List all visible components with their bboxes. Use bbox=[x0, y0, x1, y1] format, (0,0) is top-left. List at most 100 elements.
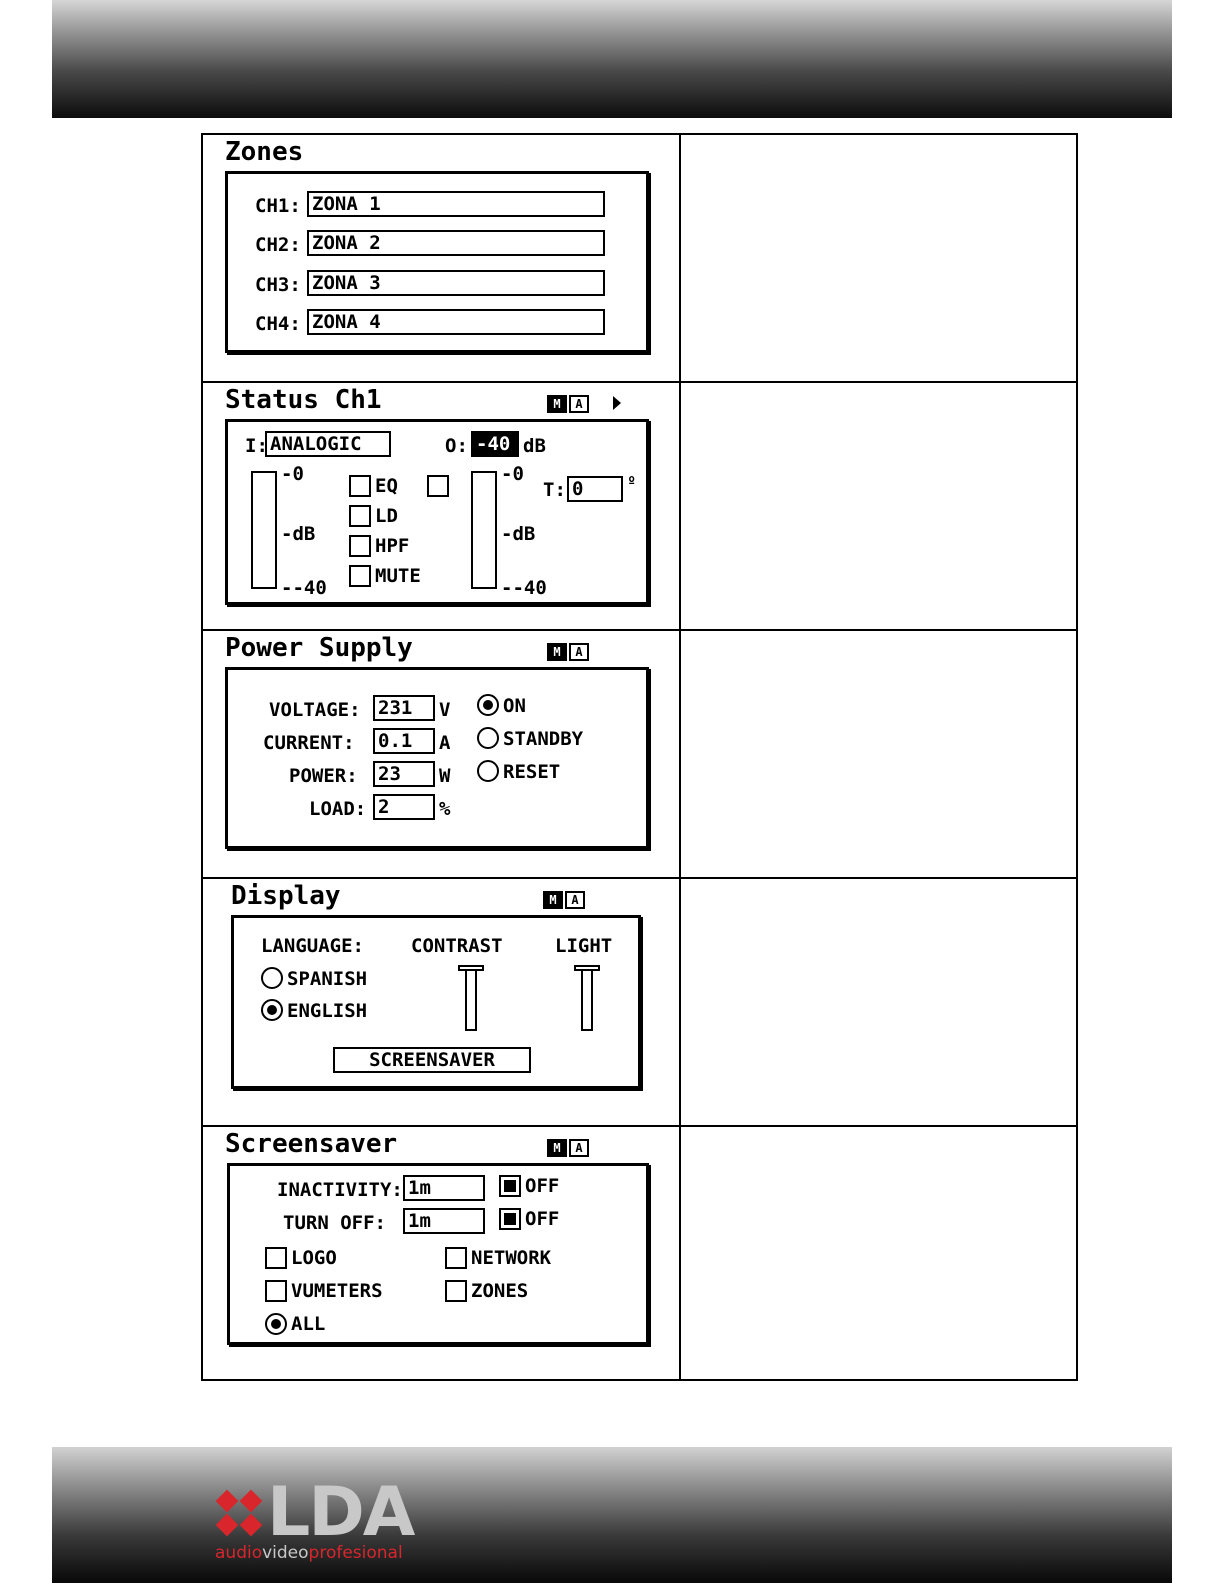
current-unit: A bbox=[439, 732, 451, 754]
next-arrow-icon[interactable] bbox=[613, 396, 621, 410]
tag-audio: audio bbox=[215, 1543, 263, 1563]
link-checkbox[interactable] bbox=[427, 475, 449, 497]
hpf-checkbox[interactable] bbox=[349, 535, 371, 557]
input-meter-top: -0 bbox=[281, 463, 304, 485]
auto-icon: A bbox=[569, 1139, 589, 1157]
network-checkbox[interactable] bbox=[445, 1247, 467, 1269]
load-label: LOAD: bbox=[309, 798, 367, 820]
mute-checkbox[interactable] bbox=[349, 565, 371, 587]
inactivity-off-checkbox[interactable] bbox=[499, 1175, 521, 1197]
status-panel bbox=[225, 419, 649, 605]
output-meter-mid: -dB bbox=[501, 523, 536, 545]
current-field[interactable]: 0.1 bbox=[373, 728, 435, 754]
logo-checkbox[interactable] bbox=[265, 1247, 287, 1269]
zones-option-label: ZONES bbox=[471, 1280, 529, 1302]
logo-tagline: audiovideoprofesional bbox=[215, 1543, 403, 1563]
screens-table: Zones CH1: ZONA 1 CH2: ZONA 2 CH3: ZONA … bbox=[201, 133, 1078, 1381]
all-radio[interactable] bbox=[265, 1313, 287, 1335]
screensaver-description bbox=[681, 1127, 1076, 1379]
display-description bbox=[681, 879, 1076, 1125]
load-field[interactable]: 2 bbox=[373, 794, 435, 820]
inactivity-field[interactable]: 1m bbox=[403, 1175, 485, 1201]
contrast-slider[interactable] bbox=[458, 965, 484, 1031]
lda-logo-icon bbox=[215, 1489, 263, 1537]
input-meter-mid: -dB bbox=[281, 523, 316, 545]
output-meter-top: -0 bbox=[501, 463, 524, 485]
output-label: O: bbox=[445, 435, 468, 457]
ch1-zone-field[interactable]: ZONA 1 bbox=[307, 191, 605, 217]
turnoff-label: TURN OFF: bbox=[283, 1212, 386, 1234]
hpf-label: HPF bbox=[375, 535, 410, 557]
logo-letters: LDA bbox=[267, 1473, 415, 1552]
on-radio[interactable] bbox=[477, 694, 499, 716]
voltage-field[interactable]: 231 bbox=[373, 695, 435, 721]
tag-profesional: profesional bbox=[308, 1543, 403, 1563]
standby-radio[interactable] bbox=[477, 727, 499, 749]
standby-label: STANDBY bbox=[503, 728, 584, 750]
output-field[interactable]: -40 bbox=[471, 431, 519, 457]
contrast-knob[interactable] bbox=[458, 965, 484, 971]
ch4-zone-field[interactable]: ZONA 4 bbox=[307, 309, 605, 335]
manual-icon: M bbox=[543, 891, 563, 909]
ch3-zone-field[interactable]: ZONA 3 bbox=[307, 270, 605, 296]
load-unit: % bbox=[439, 798, 451, 820]
manual-icon: M bbox=[547, 1139, 567, 1157]
inactivity-label: INACTIVITY: bbox=[277, 1179, 403, 1201]
company-logo: LDA audiovideoprofesional bbox=[215, 1479, 415, 1567]
inactivity-off-label: OFF bbox=[525, 1175, 560, 1197]
reset-label: RESET bbox=[503, 761, 561, 783]
ld-checkbox[interactable] bbox=[349, 505, 371, 527]
turnoff-off-label: OFF bbox=[525, 1208, 560, 1230]
language-label: LANGUAGE: bbox=[261, 935, 364, 957]
voltage-unit: V bbox=[439, 699, 451, 721]
vumeters-checkbox[interactable] bbox=[265, 1280, 287, 1302]
ld-label: LD bbox=[375, 505, 398, 527]
turnoff-off-checkbox[interactable] bbox=[499, 1208, 521, 1230]
power-title: Power Supply bbox=[225, 633, 413, 663]
light-knob[interactable] bbox=[574, 965, 600, 971]
input-field[interactable]: ANALOGIC bbox=[265, 431, 391, 457]
ch1-label: CH1: bbox=[255, 195, 301, 217]
zones-checkbox[interactable] bbox=[445, 1280, 467, 1302]
footer-band bbox=[52, 1447, 1172, 1583]
english-radio[interactable] bbox=[261, 999, 283, 1021]
english-label: ENGLISH bbox=[287, 1000, 368, 1022]
power-field[interactable]: 23 bbox=[373, 761, 435, 787]
spanish-label: SPANISH bbox=[287, 968, 368, 990]
light-slider[interactable] bbox=[574, 965, 600, 1031]
ch2-zone-field[interactable]: ZONA 2 bbox=[307, 230, 605, 256]
zones-panel bbox=[225, 171, 649, 353]
power-panel bbox=[225, 667, 649, 849]
display-title: Display bbox=[231, 881, 341, 911]
vumeters-label: VUMETERS bbox=[291, 1280, 383, 1302]
contrast-label: CONTRAST bbox=[411, 935, 503, 957]
spanish-radio[interactable] bbox=[261, 967, 283, 989]
turnoff-field[interactable]: 1m bbox=[403, 1208, 485, 1234]
current-label: CURRENT: bbox=[263, 732, 355, 754]
zones-screen: Zones CH1: ZONA 1 CH2: ZONA 2 CH3: ZONA … bbox=[203, 135, 681, 381]
on-label: ON bbox=[503, 695, 526, 717]
eq-checkbox[interactable] bbox=[349, 475, 371, 497]
screensaver-button[interactable]: SCREENSAVER bbox=[333, 1047, 531, 1073]
temp-field[interactable]: 0 bbox=[567, 476, 623, 502]
light-label: LIGHT bbox=[555, 935, 613, 957]
zones-row: Zones CH1: ZONA 1 CH2: ZONA 2 CH3: ZONA … bbox=[203, 135, 1076, 383]
status-description bbox=[681, 383, 1076, 629]
output-meter-bottom: --40 bbox=[501, 577, 547, 599]
auto-icon: A bbox=[569, 395, 589, 413]
reset-radio[interactable] bbox=[477, 760, 499, 782]
ch4-label: CH4: bbox=[255, 313, 301, 335]
output-vumeter bbox=[471, 471, 497, 589]
power-description bbox=[681, 631, 1076, 877]
zones-title: Zones bbox=[225, 137, 304, 167]
